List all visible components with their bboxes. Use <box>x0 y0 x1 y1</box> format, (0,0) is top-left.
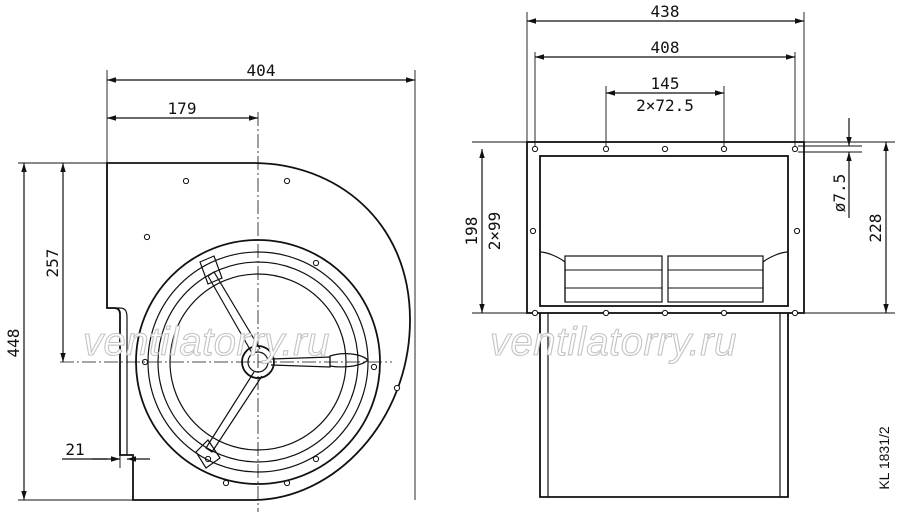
flange-hole <box>602 309 610 317</box>
flange-hole <box>793 227 801 235</box>
front-view: 404 179 448 257 21 <box>4 61 416 512</box>
watermark-right: ventilatorry.ru <box>490 320 737 364</box>
flange-hole <box>791 145 799 153</box>
dim-flange-offset: 21 <box>65 440 84 459</box>
dim-hole-span: 408 <box>651 38 680 57</box>
flange-hole <box>720 145 728 153</box>
dim-hole-pitch-detail: 2×72.5 <box>636 96 694 115</box>
drawing-code: KL 1831/2 <box>876 426 892 490</box>
side-view: 438 408 145 2×72.5 198 2×99 ø7.5 228 <box>462 2 895 498</box>
dim-side-overall-width: 438 <box>651 2 680 21</box>
flange-hole <box>531 309 539 317</box>
housing-hole <box>283 177 291 185</box>
scroll-housing-outline <box>106 162 411 501</box>
dim-overall-height: 448 <box>4 329 23 358</box>
housing-hole <box>393 384 401 392</box>
flange-bracket <box>107 307 128 455</box>
dim-outlet-pitch-detail: 2×99 <box>485 212 504 251</box>
housing-body <box>539 313 789 498</box>
flange-hole <box>602 145 610 153</box>
housing-hole <box>312 259 320 267</box>
housing-hole <box>143 233 151 241</box>
housing-hole <box>370 363 378 371</box>
dim-inlet-offset: 179 <box>168 99 197 118</box>
dim-hole-pitch: 145 <box>651 74 680 93</box>
flange-hole <box>791 309 799 317</box>
flange-hole <box>531 145 539 153</box>
outlet-opening <box>539 155 789 307</box>
dim-axis-height: 257 <box>43 249 62 278</box>
housing-hole <box>182 177 190 185</box>
flange-hole <box>720 309 728 317</box>
flange-hole <box>661 145 669 153</box>
dim-flange-height: 228 <box>866 214 885 243</box>
dim-outlet-height: 198 <box>462 217 481 246</box>
watermark-left: ventilatorry.ru <box>83 320 330 364</box>
dim-hole-diameter: ø7.5 <box>830 174 849 213</box>
flange-hole <box>529 227 537 235</box>
housing-hole <box>222 479 230 487</box>
housing-hole <box>312 455 320 463</box>
fan-wheel <box>539 251 789 303</box>
dim-overall-width: 404 <box>247 61 276 80</box>
flange-hole <box>661 309 669 317</box>
